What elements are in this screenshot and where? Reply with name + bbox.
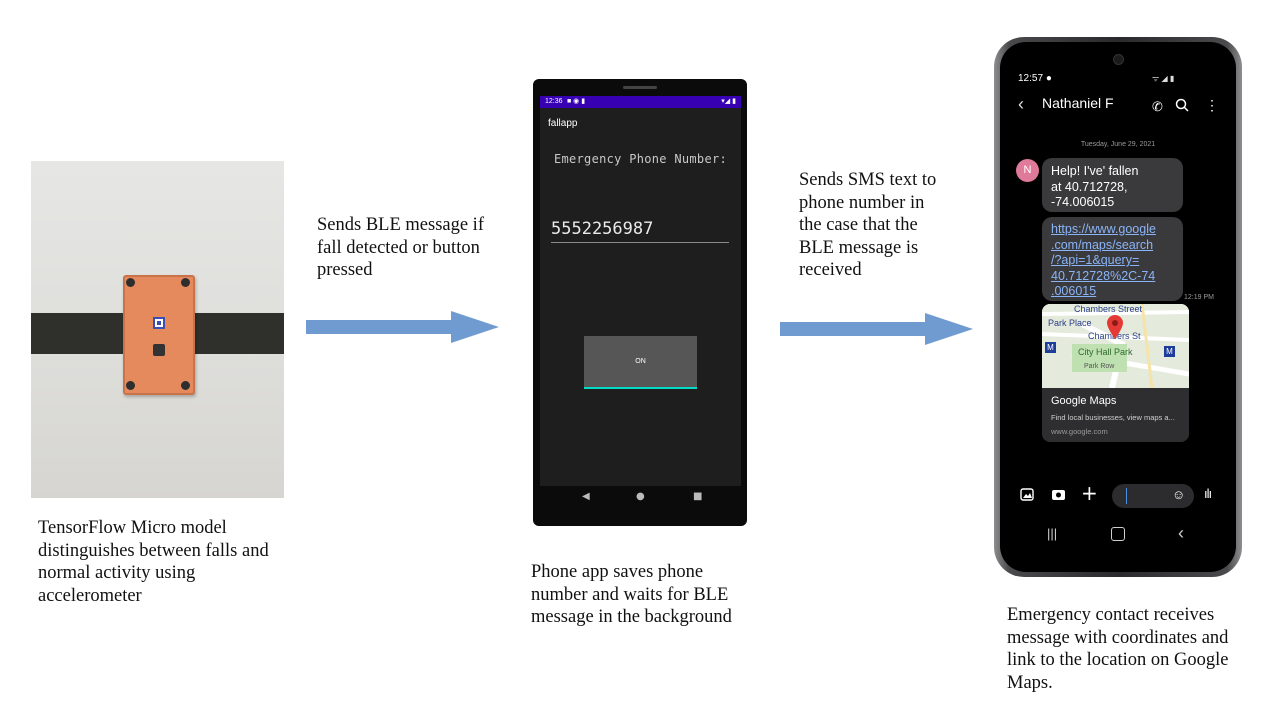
message-timestamp: 12:19 PM (1184, 294, 1214, 301)
notification-icons: ■ ◉ ▮ (567, 98, 586, 105)
sms-screen: 12:57 ● ᯤ ◢ ▮ ‹ Nathaniel F ✆ ⋮ Tuesday,… (1000, 42, 1236, 572)
sms-phone-mockup: 12:57 ● ᯤ ◢ ▮ ‹ Nathaniel F ✆ ⋮ Tuesday,… (994, 37, 1242, 577)
camera-icon[interactable] (1051, 488, 1066, 501)
back-icon[interactable]: ‹ (1178, 523, 1184, 543)
phone-call-icon[interactable]: ✆ (1152, 99, 1163, 114)
android-nav-bar: ◀ ● ■ (540, 486, 741, 510)
back-icon[interactable]: ◀ (582, 491, 590, 502)
caption-line: fall detected or button (317, 237, 480, 258)
on-toggle-button[interactable]: ON (584, 336, 697, 389)
recents-icon[interactable]: ■ (693, 491, 703, 502)
link-line[interactable]: 40.712728%2C-74 (1051, 268, 1156, 283)
screw (181, 381, 190, 390)
caption-line: Phone app saves phone (531, 562, 704, 582)
map-label: City Hall Park (1078, 347, 1133, 357)
message-bubble: Help! I've' fallen at 40.712728, -74.006… (1042, 158, 1183, 212)
back-arrow-icon[interactable]: ‹ (1018, 94, 1024, 114)
caption-device: TensorFlow Micro model distinguishes bet… (38, 517, 269, 607)
map-label: Chambers Street (1074, 304, 1143, 314)
metro-icon: M (1045, 342, 1056, 353)
caption-line: BLE message is (799, 237, 919, 258)
more-options-icon[interactable]: ⋮ (1205, 97, 1219, 113)
card-title: Google Maps (1051, 395, 1117, 407)
status-bar: 12:36 ■ ◉ ▮ ▾◢ ▮ (540, 96, 741, 108)
caption-sms: Sends SMS text to phone number in the ca… (799, 169, 936, 282)
signal-battery-icon: ᯤ ◢ ▮ (1152, 74, 1175, 83)
phone-number-input[interactable]: 5552256987 (551, 218, 729, 243)
app-title: fallapp (548, 118, 578, 129)
sticker-icon[interactable]: ☺ (1172, 487, 1186, 502)
map-pin-icon (1107, 315, 1123, 339)
caption-line: Sends SMS text to (799, 170, 937, 190)
message-line: -74.006015 (1051, 195, 1115, 209)
caption-line: received (799, 260, 862, 280)
contact-name: Nathaniel F (1042, 95, 1114, 111)
search-icon[interactable] (1175, 98, 1189, 112)
caption-line: Emergency contact receives (1007, 605, 1215, 625)
map-label: Park Place (1048, 318, 1092, 328)
caption-ble: Sends BLE message if fall detected or bu… (317, 214, 484, 282)
text-cursor (1126, 488, 1127, 504)
caption-line: TensorFlow Micro model (38, 518, 227, 538)
link-line[interactable]: .006015 (1051, 284, 1097, 298)
home-icon[interactable] (1111, 527, 1125, 541)
card-description: Find local businesses, view maps a... (1051, 413, 1175, 422)
caption-line: message with coordinates and (1007, 627, 1229, 648)
caption-line: message in the background (531, 607, 732, 627)
link-bubble[interactable]: https://www.google .com/maps/search /?ap… (1042, 217, 1183, 301)
screw (126, 278, 135, 287)
avatar: N (1016, 159, 1039, 182)
caption-line: accelerometer (38, 585, 142, 606)
account-icon: ● (1045, 73, 1052, 84)
conversation-date: Tuesday, June 29, 2021 (1080, 141, 1156, 148)
signal-battery-icon: ▾◢ ▮ (721, 98, 736, 105)
map-thumbnail: Chambers Street Park Place Chambers St C… (1042, 304, 1189, 388)
caption-line: pressed (317, 260, 373, 280)
message-line: at 40.712728, (1051, 179, 1128, 194)
arrow-right-icon (306, 311, 499, 343)
caption-contact: Emergency contact receives message with … (1007, 604, 1228, 694)
caption-line: the case that the (799, 215, 918, 235)
caption-line: normal activity using (38, 563, 196, 583)
status-time: 12:57 (1018, 73, 1044, 84)
link-preview-card[interactable]: Chambers Street Park Place Chambers St C… (1042, 304, 1189, 442)
status-time: 12:36 (545, 98, 563, 105)
screw (181, 278, 190, 287)
home-icon[interactable]: ● (636, 491, 645, 502)
card-url: www.google.com (1051, 427, 1108, 436)
app-screen: 12:36 ■ ◉ ▮ ▾◢ ▮ fallapp Emergency Phone… (540, 96, 741, 486)
device-photo (31, 161, 284, 498)
status-time-row: 12:57 ● (1018, 73, 1052, 84)
link-line[interactable]: https://www.google (1051, 222, 1156, 236)
compose-bar: + ☺ ılı (1000, 480, 1236, 510)
front-camera (1113, 54, 1124, 65)
speaker-grille (623, 86, 657, 89)
caption-line: distinguishes between falls and (38, 540, 269, 561)
caption-line: Maps. (1007, 672, 1053, 693)
caption-line: phone number in (799, 192, 925, 213)
arrow-right-icon (780, 313, 973, 345)
voice-icon[interactable]: ılı (1204, 486, 1212, 501)
link-line[interactable]: /?api=1&query= (1051, 253, 1140, 267)
caption-line: number and waits for BLE (531, 584, 729, 605)
device-button (153, 344, 165, 356)
screw (126, 381, 135, 390)
link-line[interactable]: .com/maps/search (1051, 237, 1154, 252)
metro-icon: M (1164, 346, 1175, 357)
caption-phone-app: Phone app saves phone number and waits f… (531, 561, 732, 629)
led-indicator (153, 317, 165, 329)
fall-sensor-device (123, 275, 195, 395)
map-label: Park Row (1084, 363, 1115, 370)
message-line: Help! I've' fallen (1051, 164, 1139, 178)
caption-line: Sends BLE message if (317, 215, 484, 235)
recents-icon[interactable]: ||| (1047, 526, 1058, 541)
caption-line: link to the location on Google (1007, 650, 1229, 670)
android-nav-bar: ||| ‹ (1000, 523, 1236, 548)
message-input[interactable]: ☺ (1112, 484, 1194, 508)
add-icon[interactable]: + (1081, 481, 1098, 505)
phone-number-label: Emergency Phone Number: (553, 152, 728, 166)
phone-app-mockup: 12:36 ■ ◉ ▮ ▾◢ ▮ fallapp Emergency Phone… (533, 79, 747, 526)
gallery-icon[interactable] (1020, 488, 1034, 501)
